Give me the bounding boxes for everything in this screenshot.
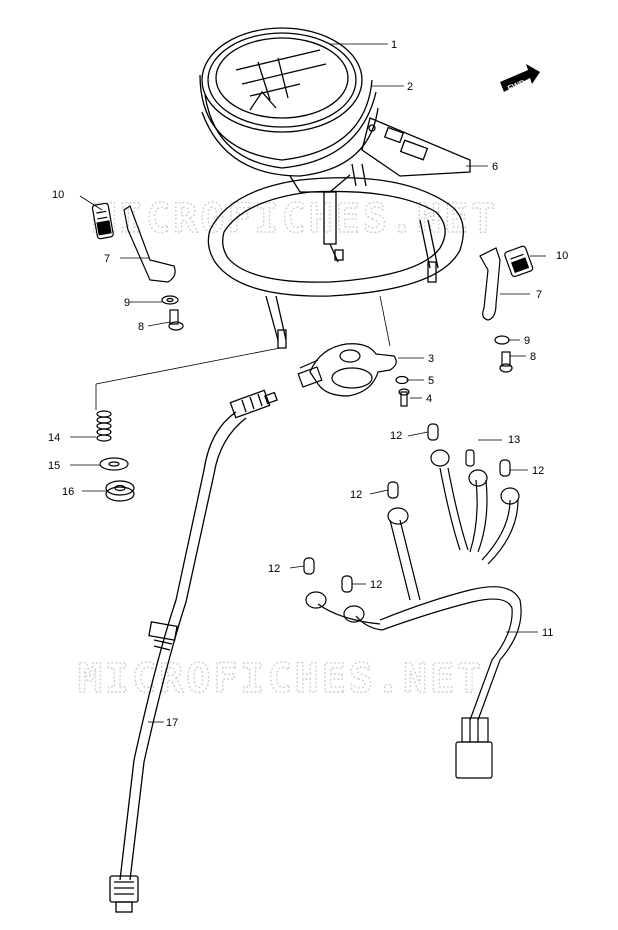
right-bolt xyxy=(499,351,513,373)
right-bracket-group xyxy=(479,245,534,373)
callout-8-right: 8 xyxy=(530,351,536,363)
callout-15: 15 xyxy=(48,460,60,472)
meter-bracket xyxy=(207,177,464,297)
callout-7-right: 7 xyxy=(536,289,542,301)
spring xyxy=(96,410,112,442)
spring-washer-grommet xyxy=(96,410,135,502)
left-washer xyxy=(161,295,179,305)
left-cap xyxy=(91,202,114,240)
callout-1: 1 xyxy=(391,39,397,51)
gearbox-screw xyxy=(398,388,410,407)
callout-12-d: 12 xyxy=(268,563,280,575)
callout-12-e: 12 xyxy=(370,579,382,591)
right-washer xyxy=(494,335,510,345)
right-bracket xyxy=(479,247,501,321)
callout-4: 4 xyxy=(426,393,432,405)
watermark-bottom: MICROFICHES.NET xyxy=(78,656,484,702)
speedometer-assembly xyxy=(199,27,471,349)
callout-12-c: 12 xyxy=(350,489,362,501)
right-cap xyxy=(504,245,534,278)
callout-17: 17 xyxy=(166,717,178,729)
callout-10-right: 10 xyxy=(556,250,568,262)
callout-14: 14 xyxy=(48,432,60,444)
washer-15 xyxy=(99,457,129,471)
speedometer-case xyxy=(201,27,363,133)
callout-9-left: 9 xyxy=(124,297,130,309)
callout-12-a: 12 xyxy=(390,430,402,442)
callout-6: 6 xyxy=(492,161,498,173)
callout-13: 13 xyxy=(508,434,520,446)
left-bolt xyxy=(168,309,184,331)
speedometer-ring xyxy=(199,74,373,161)
watermark-top: MICROFICHES.NET xyxy=(92,196,498,242)
forward-direction-arrow: FWD xyxy=(500,64,540,93)
leader-lines xyxy=(70,43,546,723)
grommet-16 xyxy=(105,480,135,502)
callout-7-left: 7 xyxy=(104,253,110,265)
callout-8-left: 8 xyxy=(138,321,144,333)
callout-11: 11 xyxy=(542,627,553,639)
callout-labels: 1 2 6 10 7 9 8 10 7 9 8 3 5 4 12 13 12 1… xyxy=(48,39,568,729)
reference-lines xyxy=(95,295,391,410)
left-bracket xyxy=(123,205,176,283)
wiring-harness xyxy=(303,423,522,779)
harness-connector xyxy=(455,717,493,779)
harness-sockets xyxy=(305,449,520,623)
callout-12-b: 12 xyxy=(532,465,544,477)
left-bracket-group xyxy=(91,202,184,331)
speedometer-gearbox xyxy=(297,343,410,407)
callout-9-right: 9 xyxy=(524,335,530,347)
callout-2: 2 xyxy=(407,81,413,93)
harness-bulbs xyxy=(303,423,511,593)
callout-3: 3 xyxy=(428,353,434,365)
callout-16: 16 xyxy=(62,486,74,498)
callout-5: 5 xyxy=(428,375,434,387)
speedometer-cable xyxy=(109,389,278,913)
callout-10-left: 10 xyxy=(52,189,64,201)
